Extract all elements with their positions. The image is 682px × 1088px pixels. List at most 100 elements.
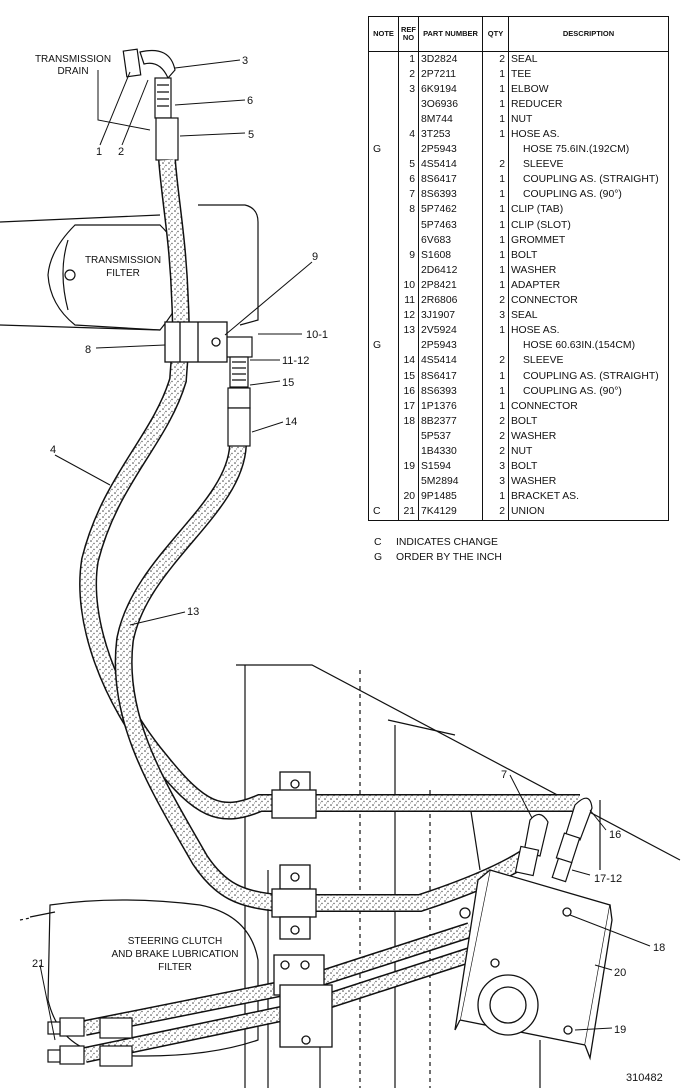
label-transmission-drain-1: TRANSMISSION (35, 54, 111, 65)
callout-8: 8 (85, 344, 91, 356)
cell-desc: HOSE 60.63IN.(154CM) (508, 338, 669, 354)
header-ref-no: REF NO (398, 16, 419, 52)
cell-note (368, 399, 399, 415)
cell-qty: 2 (482, 444, 509, 460)
cell-qty: 1 (482, 323, 509, 339)
cell-desc: WASHER (508, 474, 669, 490)
cell-qty: 3 (482, 459, 509, 475)
cell-note (368, 384, 399, 400)
cell-qty: 3 (482, 474, 509, 490)
cell-desc: REDUCER (508, 97, 669, 113)
cell-note (368, 414, 399, 430)
cell-note (368, 233, 399, 249)
cell-ref: 17 (398, 399, 419, 415)
cell-part: 8S6393 (418, 187, 483, 203)
cell-note (368, 444, 399, 460)
cell-part: 4S5414 (418, 353, 483, 369)
legend-code: G (374, 552, 383, 563)
cell-note (368, 308, 399, 324)
cell-desc: COUPLING AS. (STRAIGHT) (508, 368, 669, 385)
cell-part: 4S5414 (418, 157, 483, 173)
cell-ref: 7 (398, 187, 419, 203)
cell-qty (482, 338, 509, 354)
cell-qty: 1 (482, 489, 509, 505)
label-transmission-filter-1: TRANSMISSION (85, 255, 161, 266)
callout-14: 14 (285, 416, 297, 428)
callout-9: 9 (312, 251, 318, 263)
cell-desc: BOLT (508, 248, 669, 264)
cell-part: 2P5943 (418, 338, 483, 354)
cell-qty: 2 (482, 293, 509, 309)
cell-ref (398, 112, 419, 128)
cell-ref: 19 (398, 459, 419, 475)
cell-ref (398, 429, 419, 445)
cell-part: 2V5924 (418, 323, 483, 339)
cell-ref: 12 (398, 308, 419, 324)
cell-ref: 3 (398, 82, 419, 98)
cell-ref: 21 (398, 504, 419, 521)
hose-13 (114, 443, 530, 912)
cell-part: 3O6936 (418, 97, 483, 113)
cell-ref: 5 (398, 157, 419, 173)
cell-part: 2R6806 (418, 293, 483, 309)
cell-note (368, 172, 399, 188)
drain-fitting (122, 48, 179, 161)
cell-qty: 1 (482, 127, 509, 143)
cell-part: 2P8421 (418, 278, 483, 294)
cell-ref (398, 233, 419, 249)
clip-8 (164, 321, 228, 363)
cell-qty: 1 (482, 112, 509, 128)
cell-ref (398, 338, 419, 354)
callout-18: 18 (653, 942, 665, 954)
label-transmission-filter-2: FILTER (106, 268, 140, 279)
cell-desc: CLIP (SLOT) (508, 218, 669, 234)
cell-note (368, 202, 399, 219)
callout-19: 19 (614, 1024, 626, 1036)
cell-part: 8S6393 (418, 384, 483, 400)
cell-ref: 11 (398, 293, 419, 309)
header-part-number: PART NUMBER (418, 16, 483, 52)
cell-ref: 6 (398, 172, 419, 188)
cell-desc: TEE (508, 67, 669, 83)
cell-note (368, 429, 399, 445)
cell-part: 6V683 (418, 233, 483, 249)
cell-part: 2P5943 (418, 142, 483, 158)
cell-part: 9P1485 (418, 489, 483, 505)
cell-ref: 2 (398, 67, 419, 83)
cell-note (368, 51, 399, 68)
cell-part: 7K4129 (418, 504, 483, 521)
cell-desc: SLEEVE (508, 157, 669, 173)
cell-ref: 16 (398, 384, 419, 400)
cell-qty: 1 (482, 67, 509, 83)
cell-note (368, 97, 399, 113)
cell-qty: 2 (482, 157, 509, 173)
cell-qty: 2 (482, 429, 509, 445)
cell-part: 5P7462 (418, 202, 483, 219)
cell-desc: ADAPTER (508, 278, 669, 294)
cell-qty: 3 (482, 308, 509, 324)
cell-ref: 9 (398, 248, 419, 264)
clips-lower (271, 771, 471, 1048)
cell-note (368, 157, 399, 173)
cell-part: S1608 (418, 248, 483, 264)
cell-ref (398, 142, 419, 158)
callout-13: 13 (187, 606, 199, 618)
header-qty: QTY (482, 16, 509, 52)
callout-10-1: 10-1 (306, 329, 328, 341)
cell-qty: 1 (482, 202, 509, 219)
cell-desc: COUPLING AS. (90°) (508, 384, 669, 400)
figure-number: 310482 (626, 1072, 663, 1084)
